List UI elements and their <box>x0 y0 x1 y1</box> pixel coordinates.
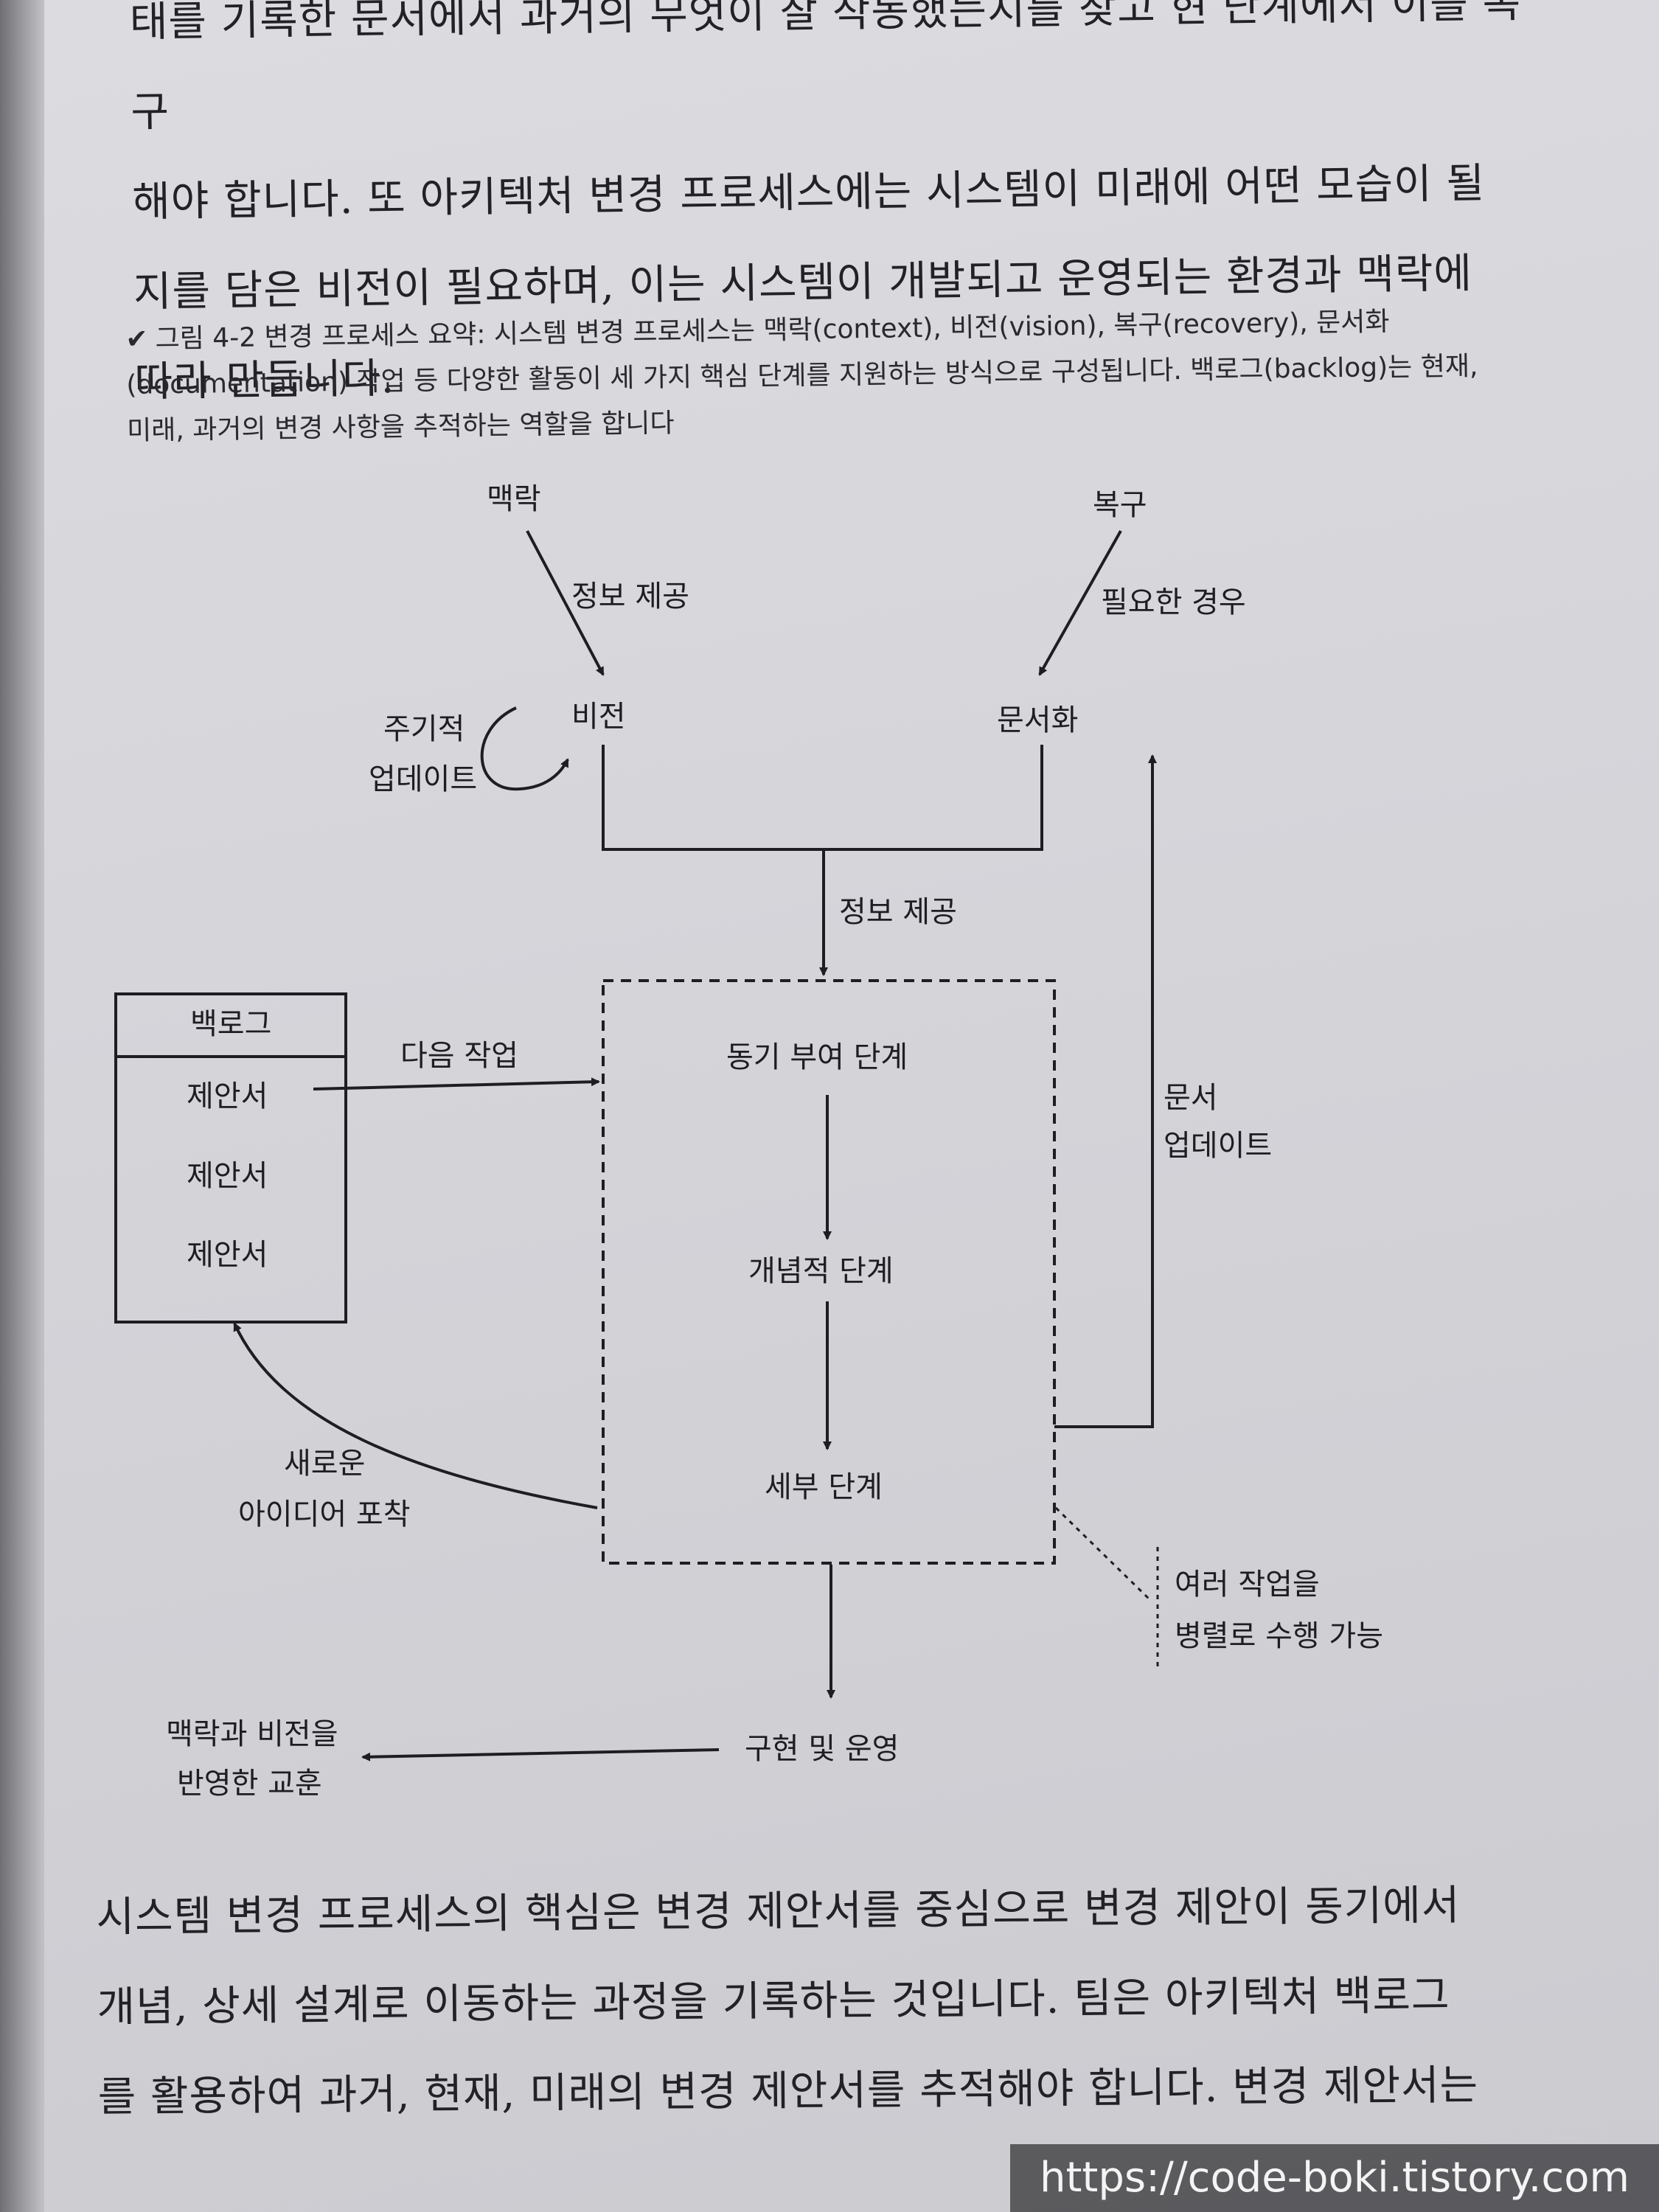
backlog-box <box>114 992 347 1324</box>
periodic-update-label-1: 주기적 <box>383 712 465 746</box>
doc-update-label-2: 업데이트 <box>1164 1129 1272 1163</box>
book-page <box>44 0 1659 2212</box>
implementation-label: 구현 및 운영 <box>745 1732 899 1766</box>
documentation-label: 문서화 <box>997 703 1078 737</box>
proposal-item-1: 제안서 <box>187 1079 268 1113</box>
if-needed-label: 필요한 경우 <box>1101 585 1246 619</box>
lessons-label-1: 맥락과 비전을 <box>166 1717 338 1751</box>
proposal-item-2: 제안서 <box>187 1159 268 1193</box>
vision-label: 비전 <box>571 700 626 734</box>
stage-detail: 세부 단계 <box>765 1470 883 1504</box>
body-text-bottom: 시스템 변경 프로세스의 핵심은 변경 제안서를 중심으로 변경 제안이 동기에… <box>96 1881 1479 2121</box>
periodic-update-loop-arrow <box>480 706 569 791</box>
capture-ideas-arrow <box>233 1322 598 1509</box>
backlog-title: 백로그 <box>190 1007 271 1041</box>
parallel-note-label-2: 병렬로 수행 가능 <box>1175 1619 1383 1653</box>
proposal-item-3: 제안서 <box>187 1238 268 1272</box>
periodic-update-label-2: 업데이트 <box>369 762 477 796</box>
lessons-label-2: 반영한 교훈 <box>177 1767 322 1801</box>
context-label: 맥락 <box>487 482 541 516</box>
lessons-arrow <box>361 1748 720 1761</box>
capture-ideas-label-2: 아이디어 포착 <box>238 1498 411 1531</box>
context-to-vision-arrow <box>526 530 605 676</box>
doc-update-label-1: 문서 <box>1164 1081 1218 1115</box>
watermark-url: https://code-boki.tistory.com <box>1010 2144 1659 2212</box>
info-provide-label-1: 정보 제공 <box>571 580 689 613</box>
next-task-arrow <box>313 1077 600 1091</box>
recovery-to-documentation-arrow <box>1038 530 1122 676</box>
info-provide-label-2: 정보 제공 <box>839 895 957 929</box>
parallel-note-label-1: 여러 작업을 <box>1175 1568 1320 1601</box>
stage-motivation: 동기 부여 단계 <box>726 1040 908 1074</box>
merge-connector <box>602 745 1043 851</box>
recovery-label: 복구 <box>1093 488 1147 522</box>
stage-concept: 개념적 단계 <box>748 1254 894 1288</box>
capture-ideas-label-1: 새로운 <box>284 1447 365 1481</box>
process-stages-box <box>602 979 1056 1565</box>
document-update-arrow <box>1054 754 1157 1428</box>
parallel-note-leader <box>1054 1506 1152 1601</box>
next-task-label: 다음 작업 <box>400 1039 518 1073</box>
